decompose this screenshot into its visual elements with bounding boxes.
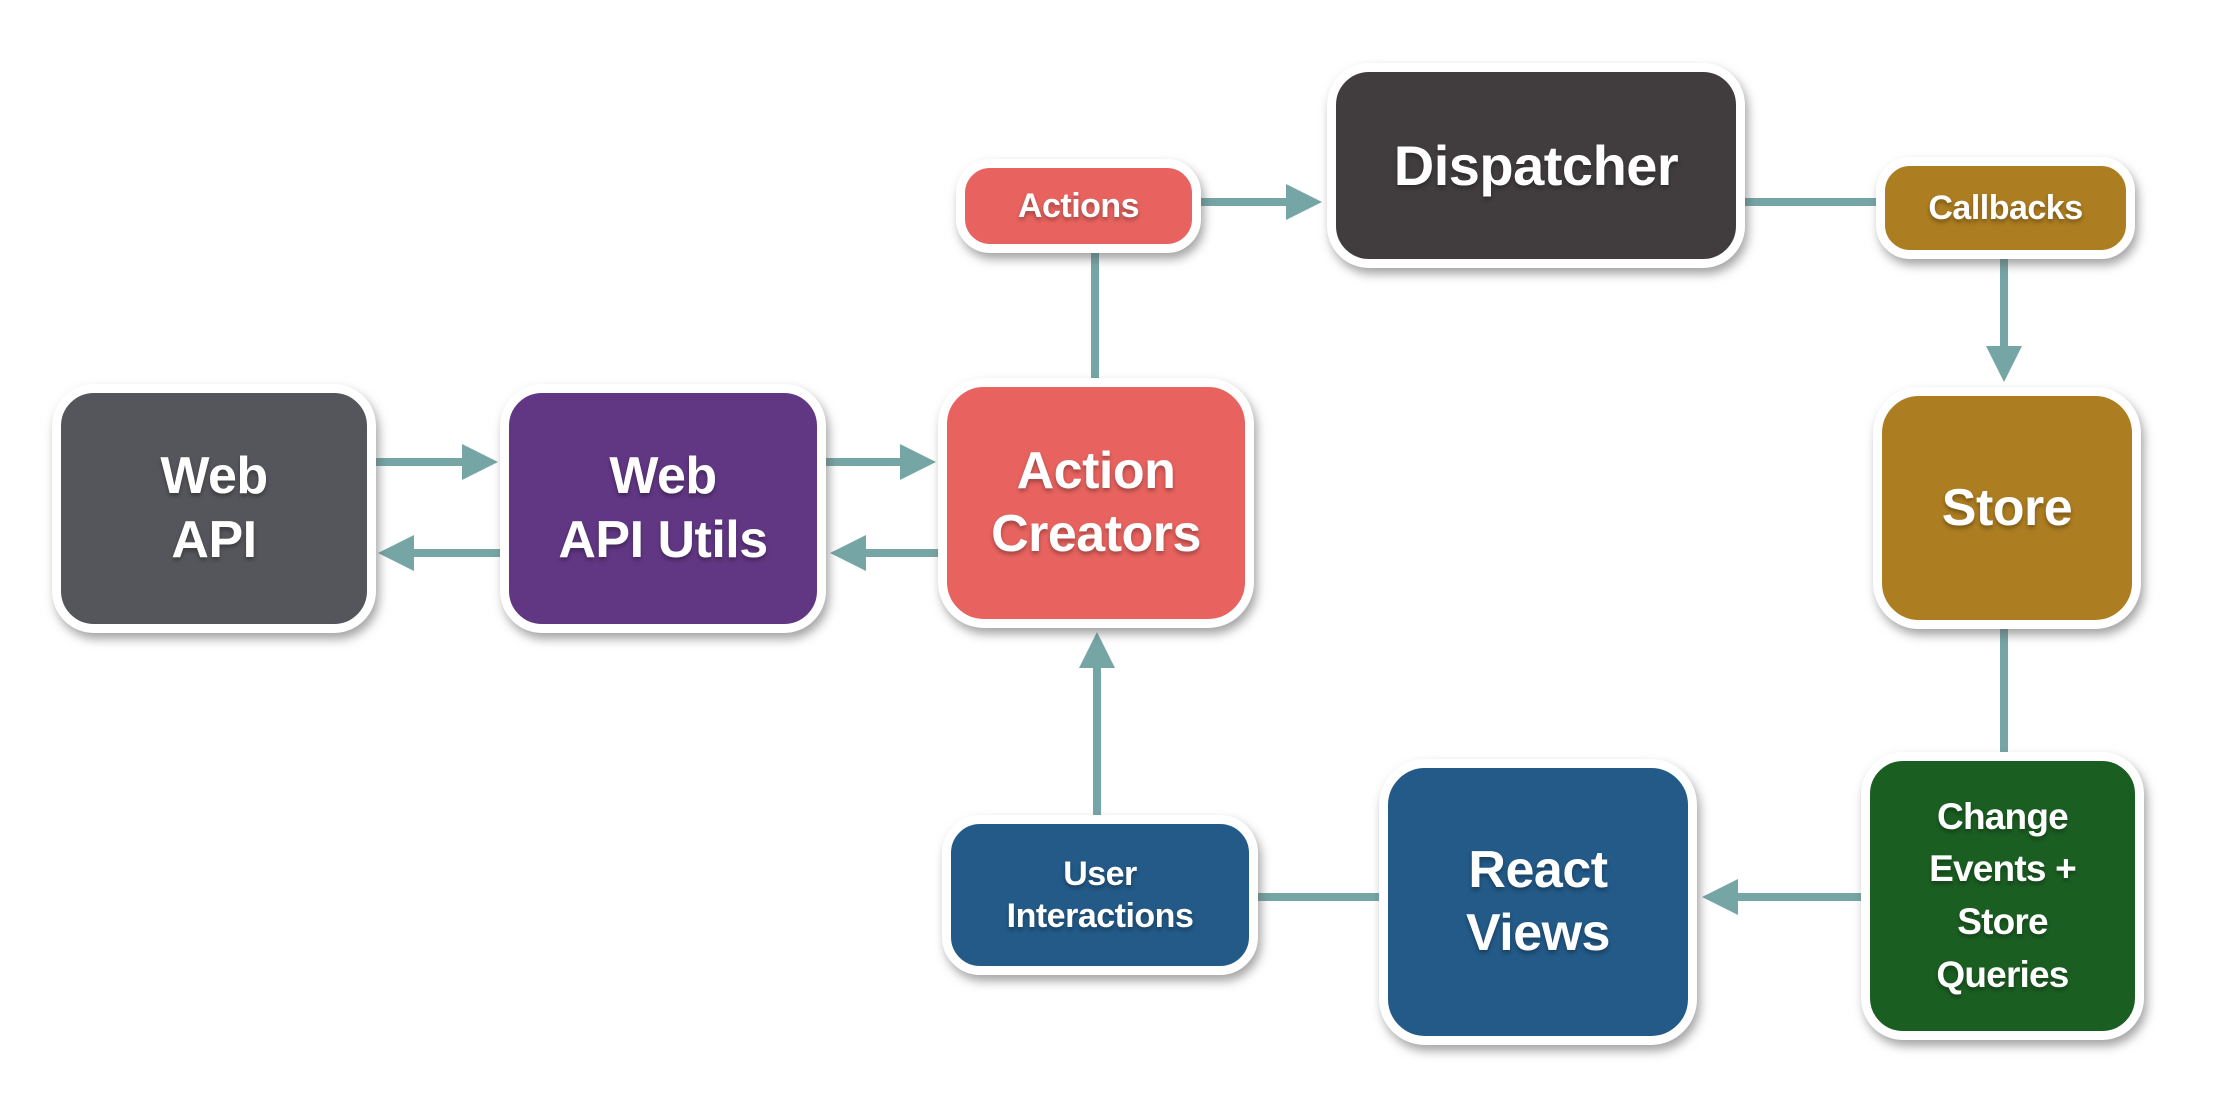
arrow-shaft — [414, 549, 500, 557]
node-store: Store — [1873, 387, 2141, 629]
arrow-shaft — [1201, 198, 1286, 206]
node-label-line: Views — [1466, 904, 1610, 962]
node-label-line: Web — [160, 447, 268, 506]
node-label-line: Events + — [1929, 848, 2077, 890]
arrow-head — [378, 535, 414, 571]
node-callbacks: Callbacks — [1876, 157, 2135, 259]
node-label-line: API — [171, 510, 257, 569]
arrow-head — [1702, 879, 1738, 915]
node-label: Web API — [160, 445, 268, 572]
node-label: Store — [1941, 478, 2073, 538]
node-dispatcher: Dispatcher — [1327, 63, 1745, 268]
arrow-head — [900, 444, 936, 480]
node-label-line: Change — [1937, 795, 2069, 837]
node-web-api-utils: Web API Utils — [500, 384, 826, 633]
node-label-line: Store — [1957, 901, 2048, 942]
node-label: User Interactions — [1007, 853, 1194, 938]
node-label: Callbacks — [1928, 188, 2083, 228]
node-label-line: API Utils — [558, 510, 768, 569]
arrow-head — [1286, 184, 1322, 220]
node-actions: Actions — [956, 159, 1201, 253]
node-label-line: Interactions — [1006, 897, 1194, 935]
arrow-head — [1986, 346, 2022, 382]
arrow-shaft — [826, 458, 900, 466]
node-label: React Views — [1466, 839, 1610, 966]
node-react-views: React Views — [1379, 759, 1697, 1045]
arrow-shaft — [374, 458, 462, 466]
connector-line — [1091, 253, 1099, 378]
node-label: Action Creators — [991, 440, 1201, 567]
node-web-api: Web API — [52, 384, 376, 633]
node-label: Actions — [1017, 186, 1140, 226]
arrow-shaft — [1738, 893, 1861, 901]
connector-line — [2000, 629, 2008, 752]
node-label-line: React — [1468, 840, 1608, 899]
node-label-line: Actions — [1017, 186, 1140, 225]
node-label-line: User — [1063, 854, 1137, 893]
node-label-line: Queries — [1936, 953, 2069, 995]
arrow-head — [462, 444, 498, 480]
node-label: Web API Utils — [558, 445, 768, 572]
node-label-line: Creators — [991, 505, 1201, 563]
node-user-interactions: User Interactions — [942, 815, 1258, 975]
arrow-shaft — [866, 549, 938, 557]
node-change-events-store-queries: Change Events + Store Queries — [1861, 752, 2144, 1040]
node-label-line: Store — [1941, 479, 2073, 537]
connector-line — [1258, 893, 1379, 901]
node-label: Dispatcher — [1393, 133, 1679, 198]
connector-line — [1745, 198, 1876, 206]
node-label-line: Dispatcher — [1393, 134, 1679, 197]
arrow-shaft — [1093, 668, 1101, 815]
node-label-line: Web — [609, 447, 717, 506]
arrow-head — [830, 535, 866, 571]
node-label-line: Action — [1016, 441, 1176, 500]
arrow-head — [1079, 632, 1115, 668]
node-label: Change Events + Store Queries — [1929, 791, 2077, 1001]
node-label-line: Callbacks — [1928, 188, 2083, 227]
node-action-creators: Action Creators — [938, 378, 1254, 628]
arrow-shaft — [2000, 259, 2008, 346]
